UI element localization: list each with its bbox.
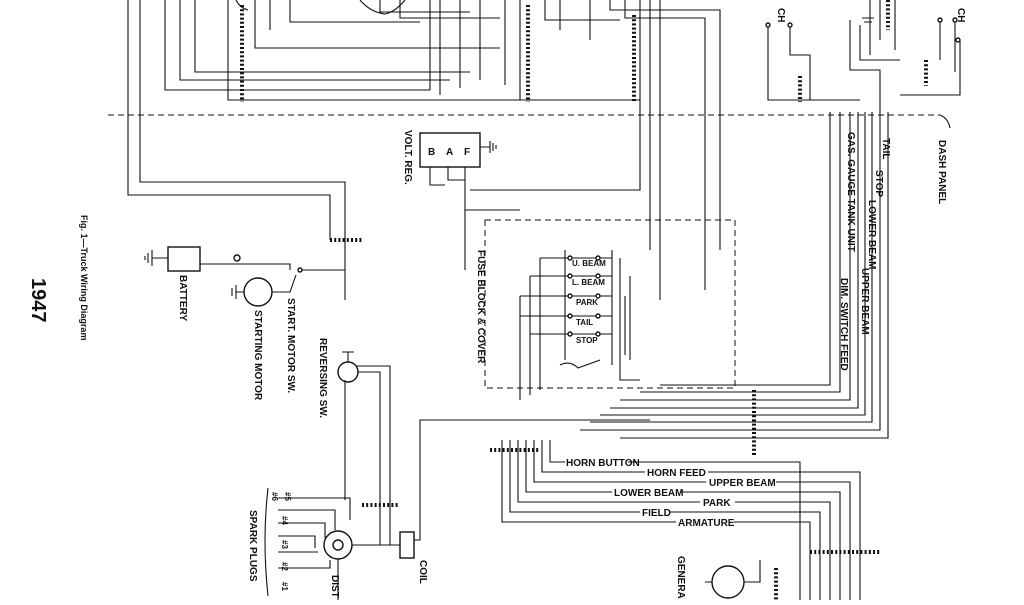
horn-button-label: HORN BUTTON [566, 458, 640, 469]
starting-motor-icon [243, 277, 273, 307]
coil-icon [399, 531, 415, 559]
fuse-block-jumper [559, 359, 601, 369]
spark-plug-wires [278, 497, 351, 569]
fuse-row-ubeam: U. BEAM [540, 255, 612, 268]
reversing-sw-wires [344, 365, 391, 545]
dash-panel-leader [939, 114, 951, 129]
plug-6-label: #6 [270, 492, 279, 501]
plug-3-label: #3 [280, 540, 289, 549]
top-switch-arc [235, 0, 249, 11]
top-right-fragment-1: CH [775, 8, 786, 22]
coil-wire [414, 419, 650, 541]
plug-4-label: #4 [280, 516, 289, 525]
battery-ground-icon [144, 250, 168, 266]
fuse-park-label: PARK [576, 298, 598, 307]
battery-terminal-icon [233, 254, 241, 262]
fuse-row-lbeam: L. BEAM [530, 273, 612, 287]
fuse-row-park: PARK [520, 293, 612, 307]
fuse-ubeam-label: U. BEAM [572, 259, 606, 268]
reg-f: F [464, 147, 470, 158]
reversing-sw-ground-icon [342, 351, 354, 362]
fuse-tail-label: TAIL [576, 318, 593, 327]
plug-5-label: #5 [283, 492, 292, 501]
top-right-fragment-2: CH [955, 8, 966, 22]
lower-beam-right-label: LOWER BEAM [866, 200, 877, 269]
plug-2-label: #2 [280, 562, 289, 571]
starting-motor-label: STARTING MOTOR [252, 310, 263, 401]
armature-label: ARMATURE [678, 518, 735, 529]
upper-beam-right-label: UPPER BEAM [859, 268, 870, 335]
dist-label: DIST [329, 575, 340, 598]
battery-cable [200, 263, 291, 270]
distributor-wires [337, 544, 400, 600]
reg-b: B [428, 147, 435, 158]
reversing-sw-label: REVERSING SW. [317, 338, 328, 418]
dim-switch-feed-label: DIM. SWITCH FEED [838, 278, 849, 371]
battery-box [167, 246, 201, 272]
fuse-block-internal-wires [519, 250, 640, 400]
volt-reg-label: VOLT. REG. [402, 130, 413, 185]
start-switch-contact [297, 267, 303, 273]
field-label: FIELD [642, 508, 671, 519]
left-harness [127, 0, 721, 300]
generator-wires [705, 560, 761, 583]
generator-label: GENERA [675, 556, 686, 599]
park-bottom-label: PARK [703, 498, 731, 509]
start-motor-sw-label: START. MOTOR SW. [285, 298, 296, 393]
fuse-stop-label: STOP [576, 336, 598, 345]
fuse-row-tail: TAIL [520, 313, 612, 327]
coil-label: COIL [417, 560, 428, 584]
reg-ground-icon [480, 141, 497, 153]
reg-wires [429, 167, 520, 270]
fuse-block-outline [484, 219, 736, 389]
fuse-row-stop: STOP [530, 331, 612, 345]
fuse-lbeam-label: L. BEAM [572, 278, 605, 287]
distributor-rotor-icon [332, 539, 344, 551]
dash-panel-label: DASH PANEL [936, 140, 947, 204]
lower-beam-bottom-label: LOWER BEAM [614, 488, 683, 499]
tail-label: TAIL [880, 138, 891, 159]
reversing-sw-icon [337, 361, 359, 383]
top-connector-arc [359, 0, 406, 15]
spark-plugs-bracket [264, 487, 269, 597]
battery-label: BATTERY [177, 275, 188, 321]
right-harness [580, 112, 889, 439]
plug-1-label: #1 [280, 582, 289, 591]
generator-icon [711, 565, 745, 599]
figure-caption: Fig. 1—Truck Wiring Diagram [79, 215, 89, 340]
reg-a: A [446, 147, 453, 158]
spark-plugs-label: SPARK PLUGS [247, 510, 258, 582]
stop-label: STOP [873, 170, 884, 197]
top-right-switches [765, 0, 961, 112]
bottom-harness [501, 440, 861, 600]
horn-feed-label: HORN FEED [647, 468, 706, 479]
fuse-block-label: FUSE BLOCK & COVER [475, 250, 486, 364]
volt-reg-box [419, 132, 481, 168]
start-motor-switch [272, 269, 345, 293]
upper-beam-bottom-label: UPPER BEAM [709, 478, 776, 489]
gas-gauge-label: GAS. GAUGE TANK UNIT [845, 132, 856, 252]
starting-motor-ground-icon [231, 285, 244, 299]
year-title: 1947 [27, 278, 49, 323]
